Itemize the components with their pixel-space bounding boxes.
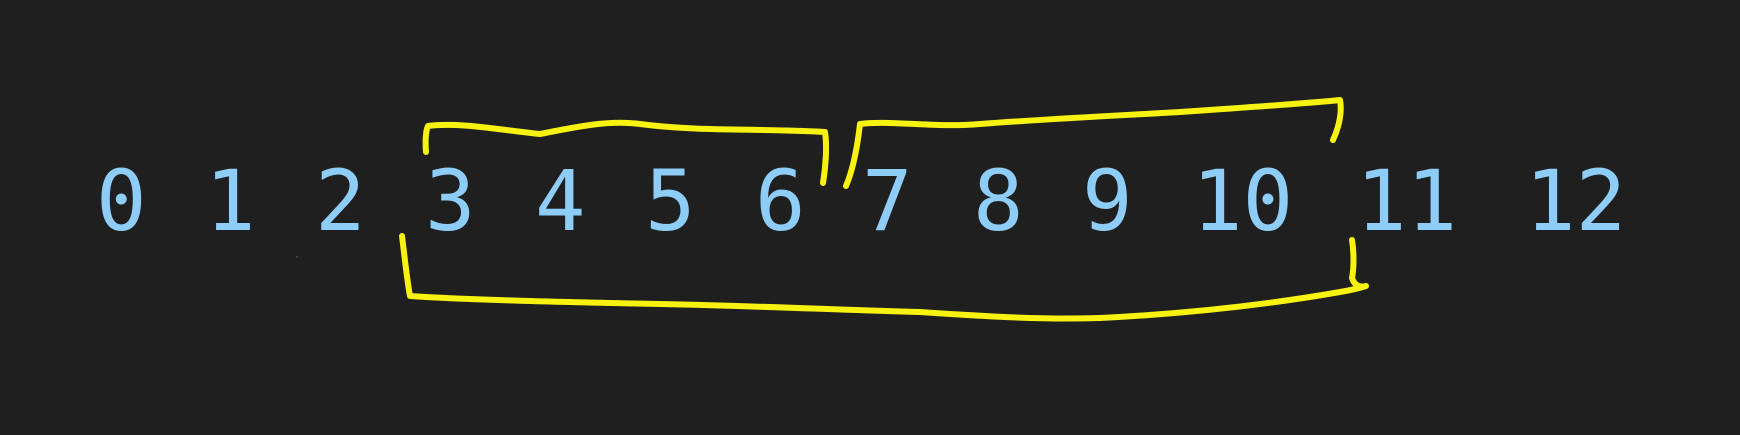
- number-12: 12: [1525, 152, 1627, 250]
- number-10: 10: [1192, 152, 1294, 250]
- top-bracket-7-to-10: [843, 97, 1344, 189]
- number-8: 8: [973, 152, 1024, 250]
- number-6: 6: [755, 152, 806, 250]
- number-9: 9: [1082, 152, 1133, 250]
- number-4: 4: [535, 152, 586, 250]
- number-2: 2: [315, 152, 366, 250]
- number-1: 1: [205, 152, 256, 250]
- number-0: 0: [96, 152, 147, 250]
- top-bracket-3-to-6: [422, 119, 830, 186]
- number-3: 3: [425, 152, 476, 250]
- number-5: 5: [645, 152, 696, 250]
- number-7: 7: [862, 152, 913, 250]
- bottom-bracket-3-to-10: [399, 233, 1369, 322]
- stray-dot: [296, 256, 298, 258]
- number-11: 11: [1356, 152, 1458, 250]
